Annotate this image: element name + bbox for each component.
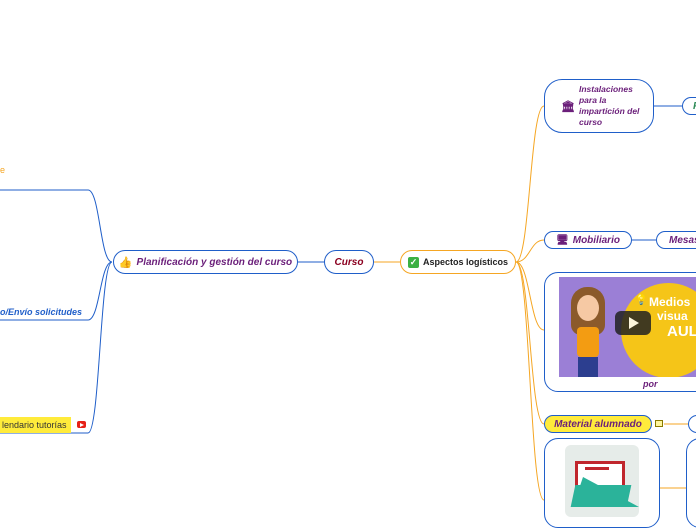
building-icon: 🏛	[561, 100, 575, 113]
folder-icon	[565, 445, 639, 517]
instalaciones-label: Instalaciones para la impartición del cu…	[578, 84, 640, 127]
material-node[interactable]: Material alumnado	[544, 415, 652, 433]
check-icon: ✓	[407, 256, 419, 268]
planificacion-node[interactable]: 👍 Planificación y gestión del curso	[113, 250, 298, 274]
planificacion-label: Planificación y gestión del curso	[136, 256, 293, 268]
play-icon	[629, 317, 639, 329]
play-button[interactable]	[615, 311, 651, 335]
thumbnail-title-3: AUL	[667, 323, 696, 340]
mobiliario-node[interactable]: 🖥 Mobiliario	[544, 231, 632, 249]
girl-legs	[578, 357, 598, 377]
aspectos-node[interactable]: ✓ Aspectos logísticos	[400, 250, 516, 274]
video-thumbnail[interactable]: Medios visua AUL 💡	[559, 277, 696, 377]
thumbs-up-icon: 👍	[118, 256, 133, 269]
monitor-icon: 🖥	[556, 234, 569, 246]
aspectos-label: Aspectos logísticos	[422, 257, 509, 267]
mesas-node[interactable]: Mesas	[656, 231, 696, 249]
mobiliario-label: Mobiliario	[572, 234, 620, 246]
left-label-top: e	[0, 165, 6, 175]
instalaciones-child-node[interactable]: F	[682, 97, 696, 115]
curso-label: Curso	[334, 256, 364, 268]
left-label-envio[interactable]: o/Envío solicitudes	[0, 307, 83, 317]
girl-face	[577, 295, 599, 321]
youtube-icon[interactable]	[77, 421, 86, 428]
girl-body	[577, 327, 599, 357]
material-label: Material alumnado	[554, 418, 642, 430]
instalaciones-node[interactable]: 🏛 Instalaciones para la impartición del …	[544, 79, 654, 133]
curso-node[interactable]: Curso	[324, 250, 374, 274]
video-card[interactable]: Medios visua AUL 💡 por	[544, 272, 696, 392]
video-caption: por	[643, 379, 658, 389]
lightbulb-icon: 💡	[635, 295, 648, 306]
thumbnail-title-1: Medios	[649, 295, 691, 309]
right-card-partial[interactable]	[686, 438, 696, 528]
note-icon[interactable]	[655, 420, 663, 427]
mesas-label: Mesas	[669, 234, 696, 246]
calendario-text: lendario tutorías	[2, 420, 67, 430]
thumbnail-title-2: visua	[657, 309, 688, 323]
instalaciones-child-label: F	[693, 101, 696, 112]
folder-card[interactable]	[544, 438, 660, 528]
left-label-calendario[interactable]: lendario tutorías	[0, 417, 71, 433]
